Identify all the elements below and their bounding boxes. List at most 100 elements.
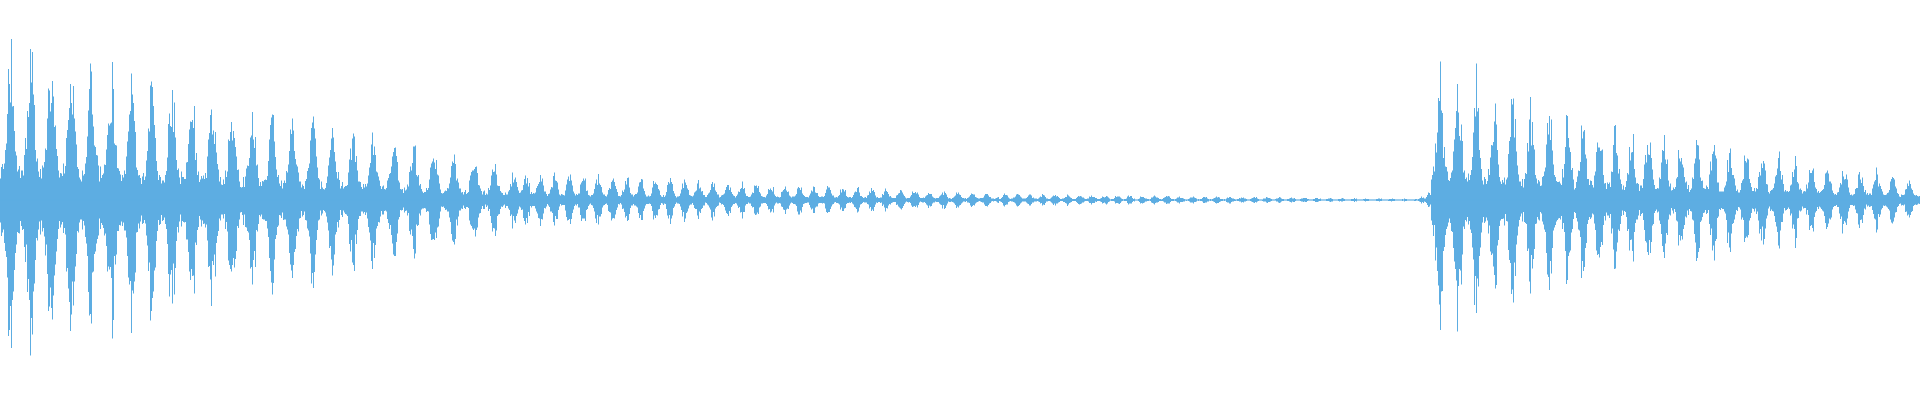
waveform-sample bbox=[204, 179, 205, 224]
waveform-sample bbox=[206, 178, 207, 225]
waveform-sample bbox=[196, 152, 197, 246]
waveform-sample bbox=[81, 181, 82, 220]
waveform-sample bbox=[1747, 158, 1748, 238]
waveform-sample bbox=[269, 139, 270, 259]
waveform-sample bbox=[63, 163, 64, 233]
waveform-sample bbox=[570, 174, 571, 224]
waveform-sample bbox=[1520, 181, 1521, 217]
waveform-sample bbox=[1909, 180, 1910, 218]
waveform-sample bbox=[1699, 159, 1700, 249]
waveform-sample bbox=[101, 178, 102, 223]
waveform-sample bbox=[336, 172, 337, 232]
waveform-sample bbox=[68, 120, 69, 289]
waveform-sample bbox=[423, 192, 424, 209]
waveform-sample bbox=[455, 163, 456, 240]
waveform-sample bbox=[2, 163, 3, 233]
waveform-sample bbox=[1602, 149, 1603, 246]
waveform-sample bbox=[1548, 134, 1549, 278]
waveform-sample bbox=[255, 136, 256, 267]
waveform-sample bbox=[1731, 167, 1732, 234]
waveform-sample bbox=[270, 124, 271, 272]
waveform-sample bbox=[1589, 185, 1590, 218]
waveform-sample bbox=[353, 133, 354, 266]
waveform-sample bbox=[1710, 161, 1711, 235]
waveform-sample bbox=[214, 143, 215, 255]
waveform-sample bbox=[1460, 140, 1461, 271]
waveform-sample bbox=[474, 168, 475, 229]
waveform-sample bbox=[478, 184, 479, 218]
waveform-sample bbox=[1678, 149, 1679, 246]
waveform-sample bbox=[600, 185, 601, 217]
waveform-sample bbox=[1467, 181, 1468, 217]
waveform-sample bbox=[1555, 176, 1556, 226]
waveform-sample bbox=[1579, 171, 1580, 231]
waveform-sample bbox=[328, 165, 329, 231]
waveform-sample bbox=[489, 189, 490, 209]
waveform-sample bbox=[106, 149, 107, 247]
waveform-sample bbox=[1526, 173, 1527, 225]
waveform-sample bbox=[1479, 149, 1480, 256]
waveform-sample bbox=[29, 102, 30, 301]
waveform-sample bbox=[1437, 132, 1438, 272]
waveform-sample bbox=[1500, 181, 1501, 221]
waveform-sample bbox=[90, 63, 91, 314]
waveform-sample bbox=[193, 128, 194, 276]
waveform-sample bbox=[669, 183, 670, 215]
waveform-sample bbox=[15, 151, 16, 254]
waveform-sample bbox=[30, 49, 31, 356]
waveform-sample bbox=[1512, 104, 1513, 290]
waveform-sample bbox=[1501, 183, 1502, 219]
waveform-sample bbox=[212, 134, 213, 261]
waveform-sample bbox=[1438, 98, 1439, 286]
waveform-sample bbox=[1496, 124, 1497, 285]
waveform-sample bbox=[1557, 181, 1558, 221]
waveform-sample bbox=[59, 177, 60, 222]
waveform-sample bbox=[686, 185, 687, 214]
waveform-sample bbox=[1600, 150, 1601, 248]
waveform-sample bbox=[513, 182, 514, 217]
waveform-sample bbox=[1677, 176, 1678, 222]
waveform-sample bbox=[1476, 63, 1477, 314]
waveform-sample bbox=[315, 138, 316, 255]
waveform-sample bbox=[96, 154, 97, 244]
waveform-sample bbox=[1, 166, 2, 236]
waveform-sample bbox=[330, 149, 331, 247]
waveform-sample bbox=[629, 187, 630, 214]
waveform-sample bbox=[1618, 173, 1619, 230]
waveform-sample bbox=[312, 122, 313, 273]
waveform-sample bbox=[190, 121, 191, 281]
waveform-sample bbox=[391, 166, 392, 236]
waveform-sample bbox=[1554, 174, 1555, 228]
waveform-sample bbox=[1647, 145, 1648, 253]
waveform-sample bbox=[624, 189, 625, 212]
waveform-sample bbox=[1713, 151, 1714, 246]
waveform-sample bbox=[1544, 171, 1545, 230]
waveform-sample bbox=[39, 177, 40, 222]
waveform-sample bbox=[1533, 144, 1534, 259]
waveform-sample bbox=[685, 182, 686, 219]
waveform-sample bbox=[553, 176, 554, 222]
waveform-sample bbox=[1446, 167, 1447, 229]
waveform-sample bbox=[1891, 178, 1892, 223]
waveform-sample bbox=[393, 152, 394, 255]
waveform-sample bbox=[137, 169, 138, 232]
waveform-sample bbox=[1486, 183, 1487, 218]
waveform-sample bbox=[1758, 177, 1759, 221]
waveform-sample bbox=[298, 172, 299, 232]
waveform-sample bbox=[133, 103, 134, 294]
waveform-sample bbox=[1560, 183, 1561, 220]
waveform-sample bbox=[1715, 155, 1716, 241]
waveform-sample bbox=[712, 181, 713, 221]
waveform-sample bbox=[149, 131, 150, 263]
waveform-sample bbox=[1497, 150, 1498, 246]
waveform-sample bbox=[173, 132, 174, 264]
waveform-sample bbox=[1463, 172, 1464, 227]
waveform-sample bbox=[227, 171, 228, 232]
waveform-sample bbox=[1596, 151, 1597, 251]
waveform-sample bbox=[581, 182, 582, 221]
waveform-sample bbox=[438, 175, 439, 227]
waveform-sample bbox=[211, 109, 212, 307]
waveform-sample bbox=[1775, 176, 1776, 222]
waveform-sample bbox=[153, 106, 154, 292]
waveform-sample bbox=[1636, 183, 1637, 220]
